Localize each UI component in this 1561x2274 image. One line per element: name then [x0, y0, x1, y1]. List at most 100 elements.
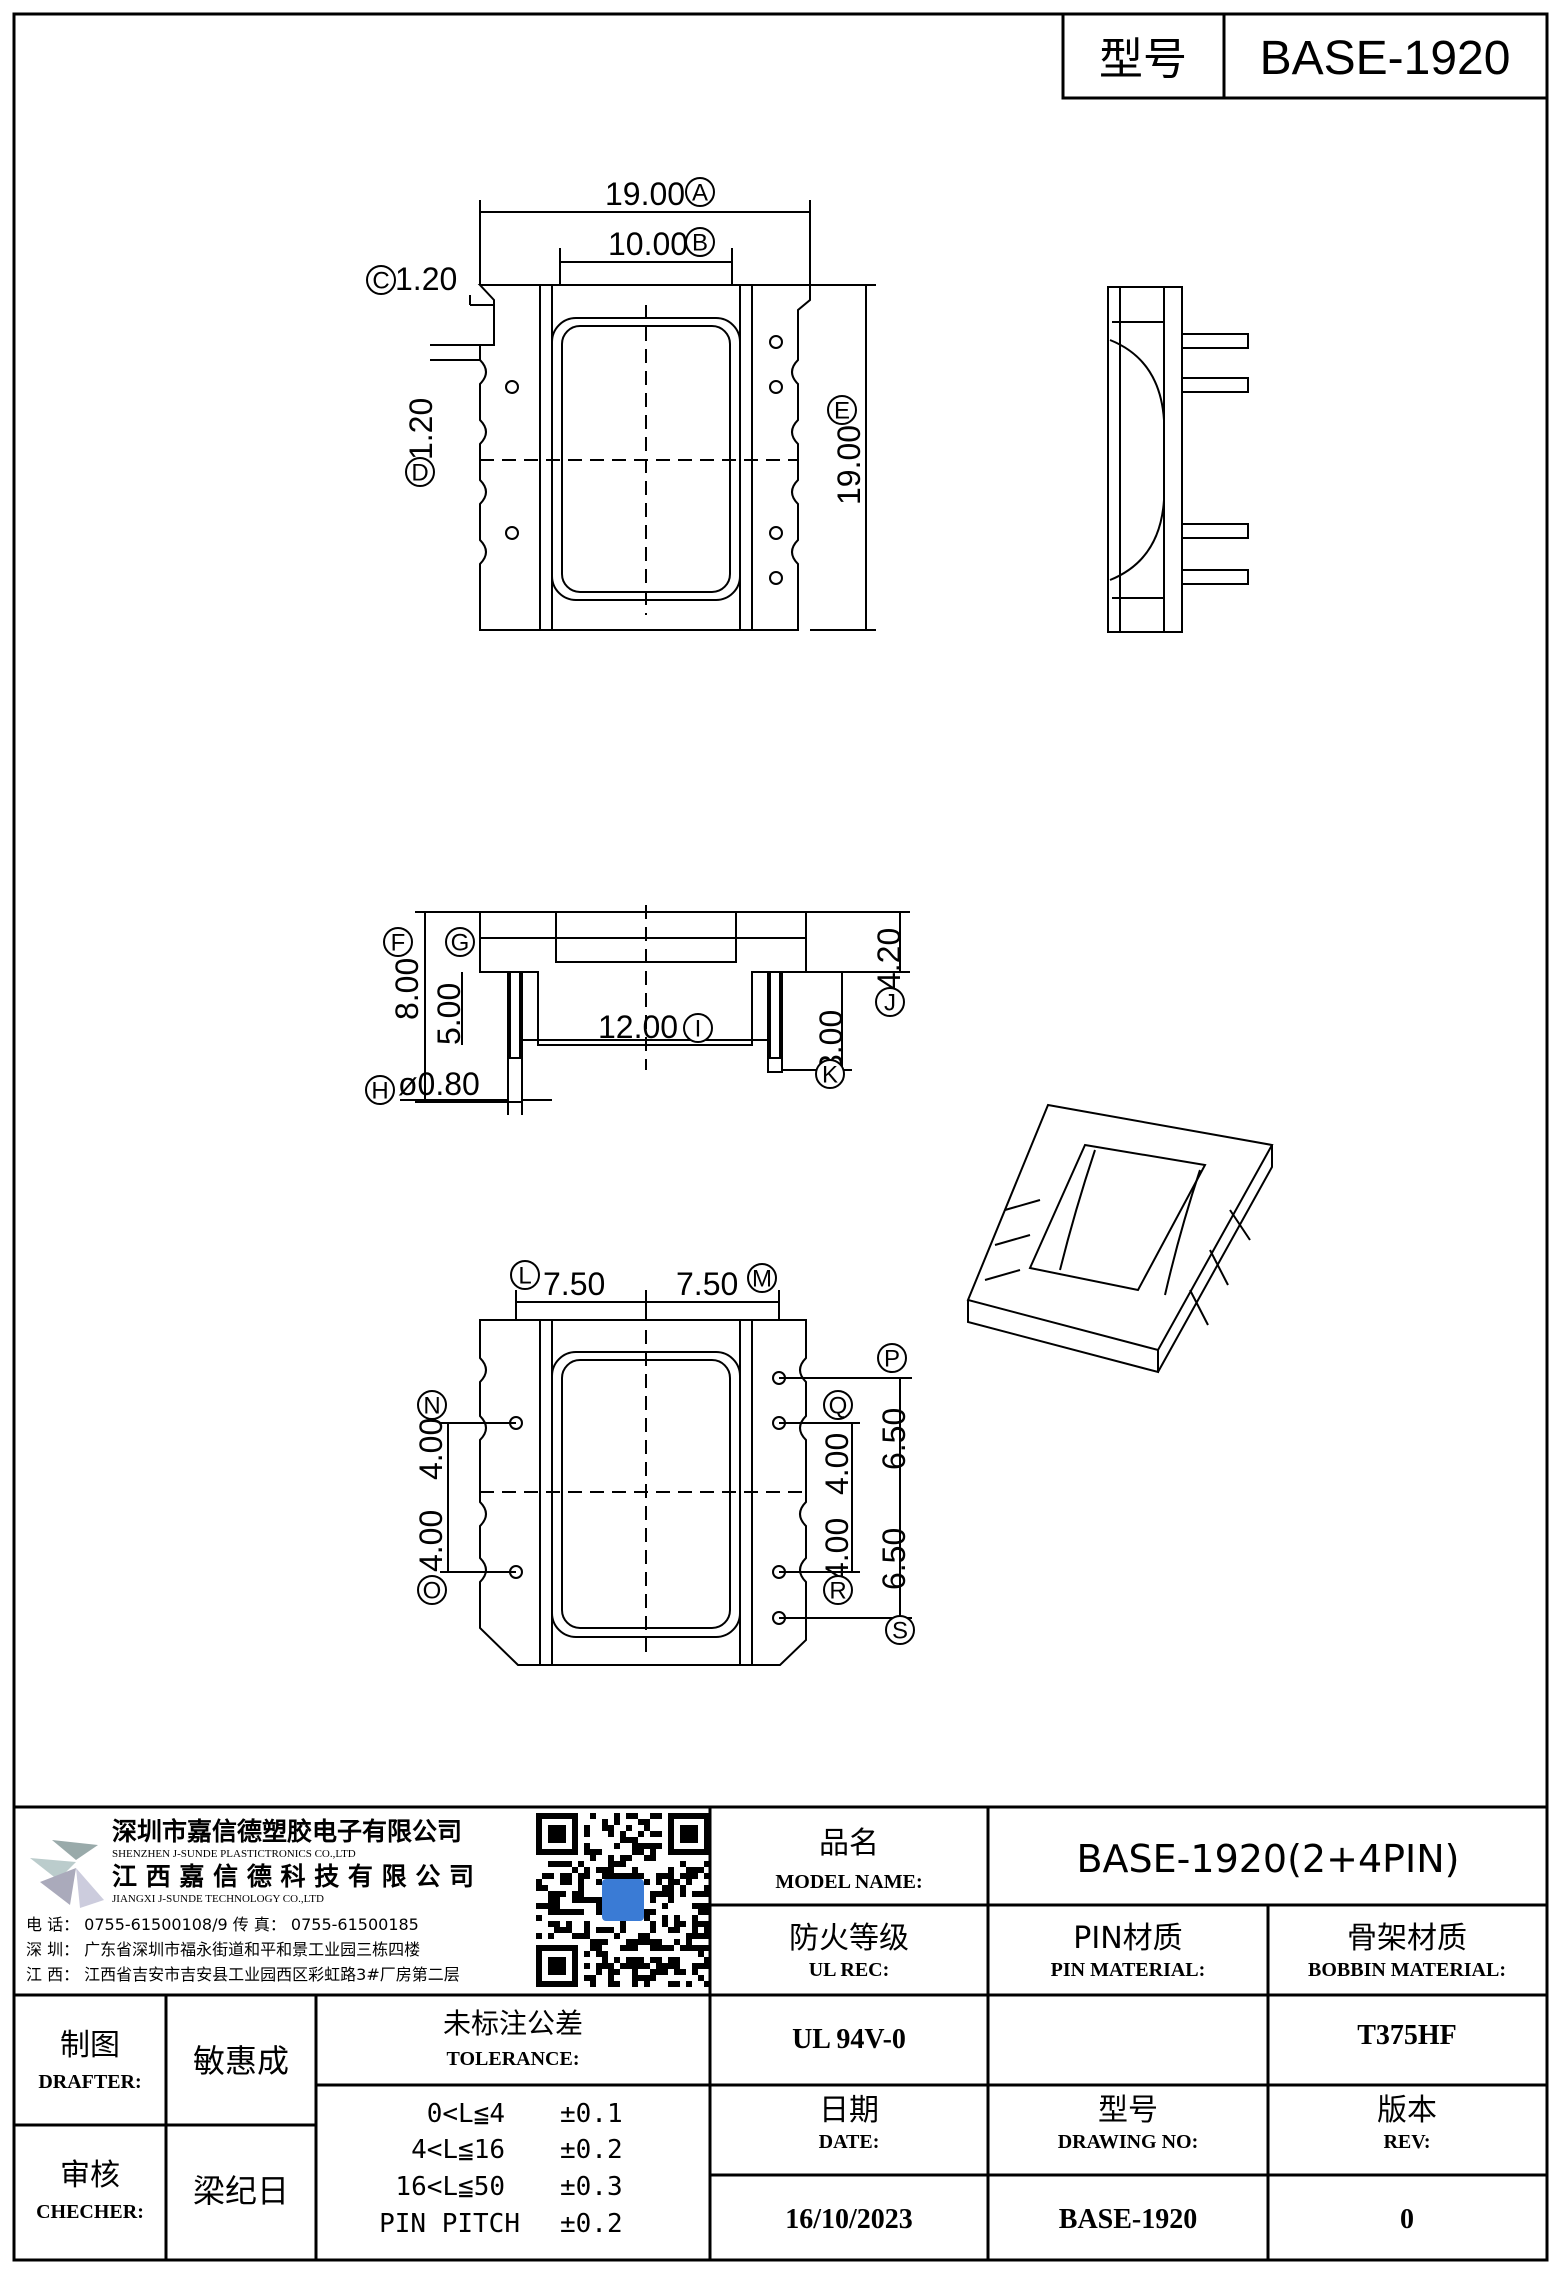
ul-rec-value: UL 94V-0 — [792, 2024, 906, 2055]
company-address-jx: 江 西： 江西省吉安市吉安县工业园西区彩虹路3#厂房第二层 — [26, 1965, 460, 1984]
dim-q-value: 4.00 — [819, 1433, 855, 1495]
dim-o-value: 4.00 — [413, 1510, 449, 1572]
drawing-no-value: BASE-1920 — [1059, 2204, 1197, 2235]
rev-value: 0 — [1400, 2204, 1414, 2235]
marker-b: B — [685, 227, 715, 257]
company-address-sz: 深 圳： 广东省深圳市福永街道和平和景工业园三栋四楼 — [26, 1940, 420, 1959]
model-name-cn: 品名 — [819, 1826, 879, 1861]
dim-f-value: 8.00 — [389, 958, 425, 1020]
company-name-jx: 江 西 嘉 信 德 科 技 有 限 公 司 — [112, 1862, 474, 1891]
rev-cn: 版本 — [1377, 2093, 1437, 2128]
marker-f: F — [383, 927, 413, 957]
marker-letter: M — [752, 1266, 772, 1293]
bottom-view: 7.50 7.50 4.00 4.00 4.00 4.00 6.50 6.50 — [413, 1266, 912, 1666]
bobbin-material-en: BOBBIN MATERIAL: — [1308, 1959, 1506, 1981]
marker-r: R — [823, 1575, 853, 1605]
dim-l-value: 7.50 — [543, 1266, 605, 1302]
side-view — [1107, 286, 1249, 633]
pin-material-en: PIN MATERIAL: — [1051, 1959, 1206, 1981]
company-name-sz-en: SHENZHEN J-SUNDE PLASTICTRONICS CO.,LTD — [112, 1848, 356, 1860]
marker-letter: B — [692, 230, 708, 257]
marker-letter: N — [423, 1393, 440, 1420]
drawing-no-en: DRAWING NO: — [1058, 2131, 1199, 2153]
dim-g-value: 5.00 — [431, 983, 467, 1045]
dim-m-value: 7.50 — [676, 1266, 738, 1302]
marker-letter: C — [372, 268, 389, 295]
marker-p: P — [877, 1343, 907, 1373]
ul-rec-en: UL REC: — [809, 1959, 890, 1981]
drawing-no-cn: 型号 — [1098, 2093, 1158, 2128]
dim-h-value: ø0.80 — [398, 1066, 480, 1102]
marker-letter: S — [892, 1618, 908, 1645]
tolerance-cn: 未标注公差 — [443, 2007, 583, 2040]
tolerance-value: ±0.2 — [560, 2135, 623, 2165]
date-value: 16/10/2023 — [785, 2204, 913, 2235]
marker-s: S — [885, 1615, 915, 1645]
marker-letter: F — [391, 930, 406, 957]
marker-letter: A — [692, 180, 708, 207]
tolerance-range: 4<L≦16 — [411, 2135, 505, 2165]
company-name-jx-en: JIANGXI J-SUNDE TECHNOLOGY CO.,LTD — [112, 1893, 324, 1905]
ul-rec-cn: 防火等级 — [789, 1921, 909, 1956]
checker-en: CHECHER: — [36, 2201, 144, 2223]
tolerance-value: ±0.1 — [560, 2099, 623, 2129]
drafter-cn: 制图 — [60, 2028, 120, 2063]
dim-e-value: 19.00 — [831, 425, 867, 505]
marker-letter: R — [829, 1578, 846, 1605]
drafter-en: DRAFTER: — [38, 2071, 141, 2093]
marker-letter: D — [411, 460, 428, 487]
marker-l: L — [510, 1260, 540, 1290]
date-en: DATE: — [819, 2131, 880, 2153]
marker-letter: O — [423, 1578, 442, 1605]
dim-ps-lower-value: 6.50 — [876, 1528, 912, 1590]
marker-q: Q — [823, 1390, 853, 1420]
dim-ps-upper-value: 6.50 — [876, 1408, 912, 1470]
tolerance-range: PIN PITCH — [379, 2209, 520, 2239]
marker-letter: G — [451, 930, 470, 957]
dim-j-value: 4.20 — [871, 928, 907, 990]
marker-i: I — [683, 1013, 713, 1043]
pin-material-cn: PIN材质 — [1073, 1921, 1182, 1956]
tolerance-range: 16<L≦50 — [395, 2172, 505, 2202]
company-phone: 电 话： 0755-61500108/9 传 真： 0755-61500185 — [26, 1915, 419, 1934]
marker-letter: Q — [829, 1393, 848, 1420]
dim-c-value: 1.20 — [395, 261, 457, 297]
marker-n: N — [417, 1390, 447, 1420]
model-name-value: BASE-1920(2+4PIN) — [1076, 1837, 1459, 1881]
title-block: 深圳市嘉信德塑胶电子有限公司 SHENZHEN J-SUNDE PLASTICT… — [14, 1805, 1547, 2260]
marker-c: C — [366, 265, 396, 295]
marker-g: G — [445, 927, 475, 957]
marker-letter: L — [518, 1263, 531, 1290]
rev-en: REV: — [1383, 2131, 1430, 2153]
dim-r-value: 4.00 — [819, 1518, 855, 1580]
bobbin-material-cn: 骨架材质 — [1347, 1921, 1467, 1956]
isometric-view — [966, 1103, 1274, 1374]
checker-cn: 审核 — [60, 2158, 120, 2193]
model-name-en: MODEL NAME: — [775, 1871, 922, 1893]
drafter-value: 敏惠成 — [193, 2042, 289, 2080]
marker-m: M — [747, 1263, 777, 1293]
marker-letter: H — [371, 1078, 388, 1105]
company-name-sz: 深圳市嘉信德塑胶电子有限公司 — [112, 1817, 462, 1846]
header-type-label: 型号 — [1099, 34, 1187, 85]
bobbin-material-value: T375HF — [1357, 2020, 1457, 2051]
sheet-border — [12, 12, 1549, 2262]
checker-value: 梁纪日 — [193, 2172, 289, 2210]
header-type-value: BASE-1920 — [1260, 32, 1511, 85]
dim-i-value: 12.00 — [598, 1009, 678, 1045]
marker-a: A — [685, 177, 715, 207]
marker-letter: K — [822, 1062, 838, 1089]
marker-letter: I — [695, 1016, 702, 1043]
marker-e: E — [827, 395, 857, 425]
tolerance-value: ±0.3 — [560, 2172, 623, 2202]
dim-b-value: 10.00 — [608, 226, 688, 262]
tolerance-range: 0<L≦4 — [427, 2099, 505, 2129]
marker-k: K — [815, 1059, 845, 1089]
header-type-box: 型号 BASE-1920 — [1061, 12, 1549, 100]
marker-letter: E — [834, 398, 850, 425]
qr-code — [536, 1813, 710, 1987]
dim-a-value: 19.00 — [605, 176, 685, 212]
marker-h: H — [365, 1075, 395, 1105]
tolerance-en: TOLERANCE: — [447, 2048, 580, 2070]
